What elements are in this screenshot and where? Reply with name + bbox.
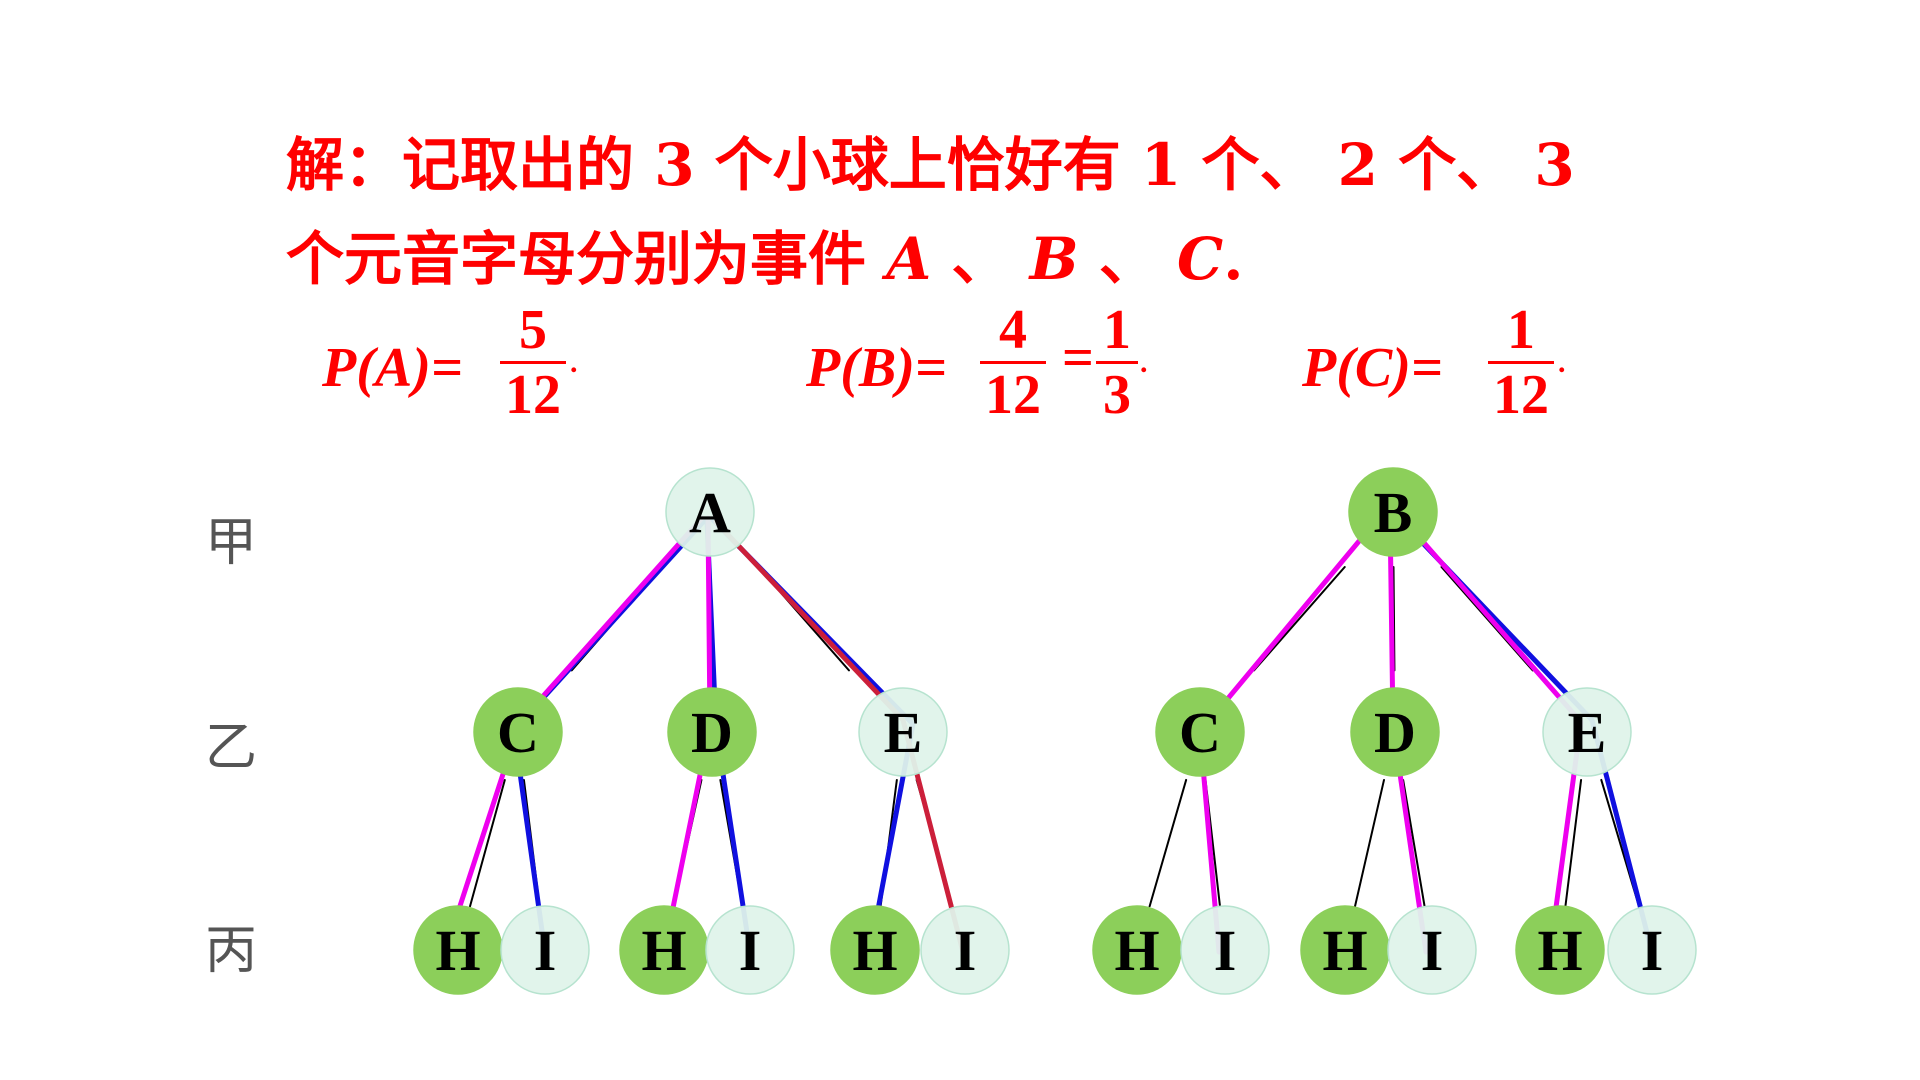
probability-b-label: P(B)= [806,337,947,399]
tree-child-node [1542,687,1632,777]
tree-leaf-node [1387,905,1477,995]
tree-leaf-node [1607,905,1697,995]
edge-child-leaf [1564,778,1583,908]
tree-leaf-node [1180,905,1270,995]
tree-root-node-label: B [1374,480,1413,545]
probability-c-period: . [1558,346,1566,379]
tree-child-node [667,687,757,777]
probability-b-numerator-2: 1 [1103,299,1131,361]
probability-b-numerator: 4 [999,299,1027,361]
line2-end: . [1223,225,1244,293]
tree-child-node-label: C [497,700,539,765]
tree-leaf-node-label: H [1537,918,1582,983]
probability-b: P(B)= 4 12 = 1 3 . [806,302,1186,423]
probability-b-period: . [1140,346,1148,379]
solution-line-2: 个元音字母分别为事件 A 、 B 、 C. [286,212,1243,296]
probability-b-simplified: 1 3 [1096,302,1138,423]
probability-b-fraction: 4 12 [980,302,1046,423]
solution-line-1: 解：记取出的 3 个小球上恰好有 1 个、 2 个、 3 [286,131,1575,199]
probability-a-numerator: 5 [519,299,547,361]
tree-leaf-node-label: H [852,918,897,983]
tree-leaf-node [920,905,1010,995]
level-label-jia: 甲 [205,513,258,573]
probability-b-denominator-2: 3 [1103,364,1131,426]
tree-child-node-label: D [691,700,733,765]
probability-b-denominator: 12 [985,364,1041,426]
probability-a-fraction: 5 12 [500,302,566,423]
fraction-bar [1096,361,1138,364]
tree-root-node-label: A [689,480,731,545]
event-a: A [886,225,932,293]
level-label-yi: 乙 [205,718,258,778]
tree-leaf-node [500,905,590,995]
edge-child-leaf [1402,778,1426,908]
edge-child-leaf [1148,778,1188,908]
edge-child-leaf [1354,778,1385,908]
tree-child-node [1155,687,1245,777]
tree-root-node [665,467,755,557]
edge-child-leaf [469,778,506,908]
probability-a-label: P(A)= [322,337,463,399]
probability-b-equals: = [1062,327,1094,389]
tree-child-node-label: C [1179,700,1221,765]
tree-child-node-label: E [1568,700,1607,765]
edge-root-child [1253,566,1346,672]
probability-a-period: . [570,346,578,379]
event-c: C [1177,225,1224,293]
tree-leaf-node [830,905,920,995]
tree-leaf-node-label: I [534,918,557,983]
probability-c-label: P(C)= [1302,337,1443,399]
fraction-bar [1488,361,1554,364]
tree-leaf-node-label: H [1322,918,1367,983]
tree-leaf-node-label: I [954,918,977,983]
fraction-bar [500,361,566,364]
fraction-bar [980,361,1046,364]
tree-child-node [473,687,563,777]
tree-leaf-node-label: H [1114,918,1159,983]
tree-leaf-node [705,905,795,995]
separator-2: 、 [1078,225,1178,293]
probability-c-numerator: 1 [1507,299,1535,361]
level-label-bing: 丙 [205,921,258,981]
tree-child-node-label: D [1374,700,1416,765]
event-b: B [1029,225,1079,293]
tree-leaf-node-label: I [1214,918,1237,983]
tree-leaf-node-label: I [1641,918,1664,983]
tree-leaf-node-label: I [1421,918,1444,983]
tree-leaf-node-label: H [435,918,480,983]
line2-text: 个元音字母分别为事件 [286,225,887,293]
tree-root-node [1348,467,1438,557]
tree-child-node [1350,687,1440,777]
probability-a: P(A)= 5 12 . [322,302,602,423]
tree-leaf-node [1515,905,1605,995]
tree-leaf-node-label: H [641,918,686,983]
probability-c: P(C)= 1 12 . [1302,302,1602,423]
tree-child-node [858,687,948,777]
separator-1: 、 [931,225,1030,293]
tree-leaf-node-label: I [739,918,762,983]
probability-c-denominator: 12 [1493,364,1549,426]
probability-c-fraction: 1 12 [1488,302,1554,423]
probability-a-denominator: 12 [505,364,561,426]
tree-child-node-label: E [884,700,923,765]
